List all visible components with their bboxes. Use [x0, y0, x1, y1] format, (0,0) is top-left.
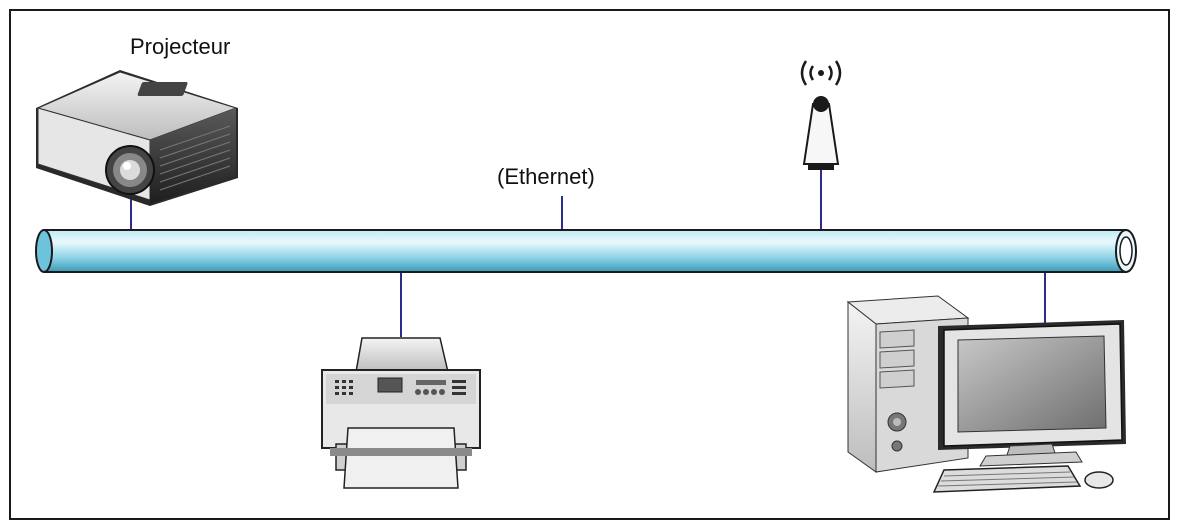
projector-label: Projecteur: [130, 34, 231, 59]
projector-icon: [36, 70, 238, 206]
connector-lines: [130, 165, 1046, 337]
diagram-frame: [9, 9, 1170, 520]
ethernet-cable: [35, 229, 1137, 273]
printer-icon: [321, 337, 481, 489]
antenna-icon: [800, 60, 842, 170]
ethernet-label: (Ethernet): [497, 164, 595, 189]
computer-icon: [846, 295, 1126, 493]
